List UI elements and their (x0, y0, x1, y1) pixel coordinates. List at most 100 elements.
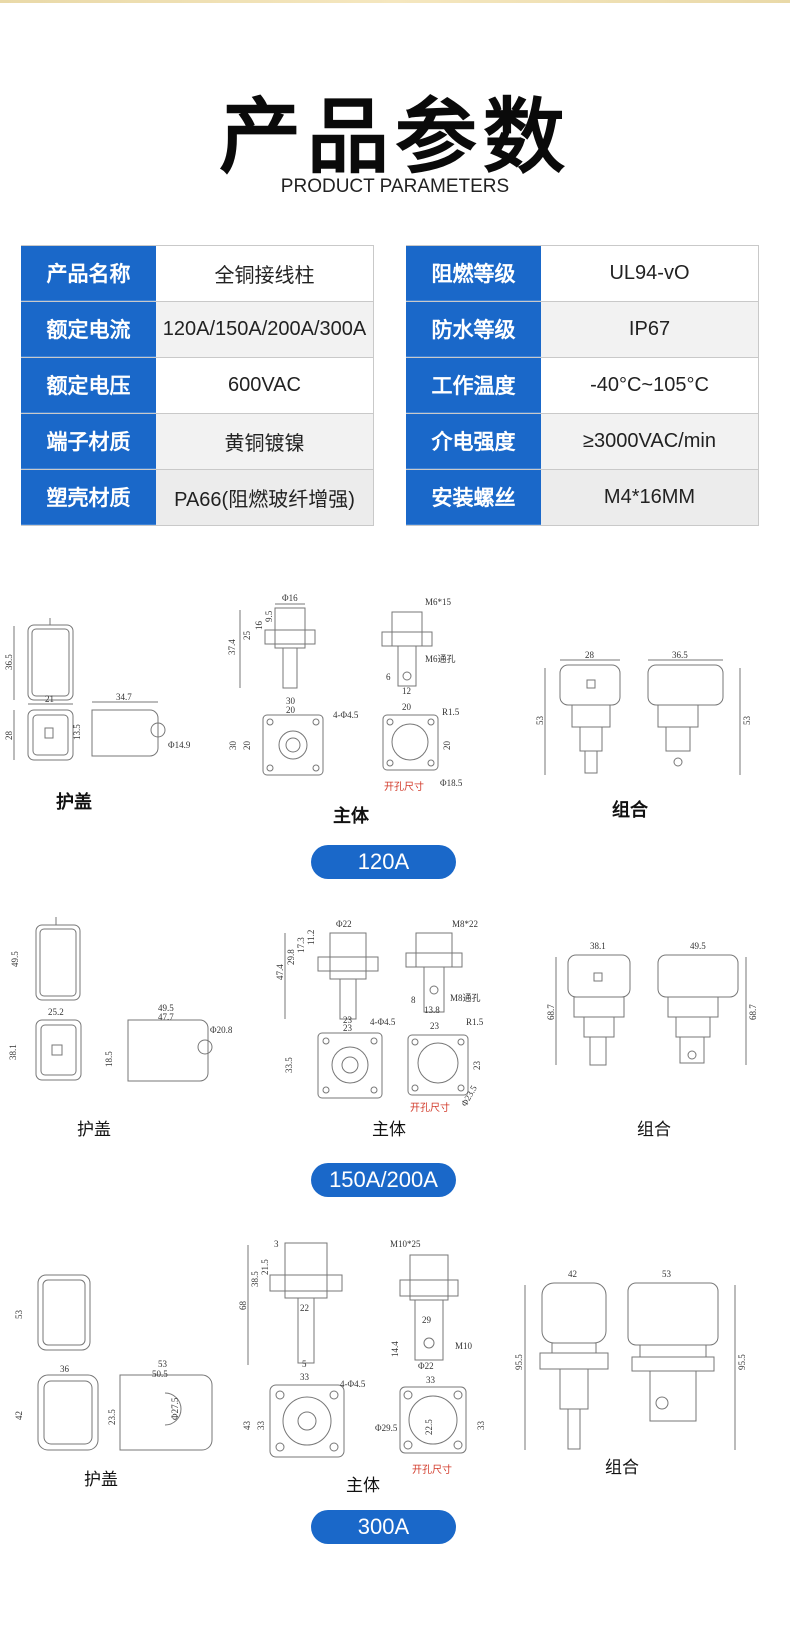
dim-label: 53 (742, 716, 752, 726)
cover-caption: 护盖 (84, 1470, 118, 1490)
spec-value: ≥3000VAC/min (541, 414, 759, 469)
screw-side-drawing: M10*25 M10 29 14.4 Φ22 33 33 Φ29.5 22.5 … (375, 1239, 486, 1476)
dim-label: 12 (402, 686, 411, 696)
dim-label: 23 (343, 1023, 353, 1033)
dim-label: 47.4 (275, 964, 285, 980)
dim-label: 20 (286, 705, 296, 715)
dim-label: 17.3 (296, 937, 306, 953)
spec-value: -40°C~105°C (541, 358, 759, 413)
dim-label: 43 (242, 1421, 252, 1431)
dim-label: 38.5 (250, 1271, 260, 1287)
spec-value: 全铜接线柱 (156, 246, 374, 301)
dim-label: 28 (585, 650, 595, 660)
spec-label: 安装螺丝 (406, 470, 541, 525)
spec-row: 工作温度-40°C~105°C (406, 358, 759, 414)
spec-label: 工作温度 (406, 358, 541, 413)
screw-side-drawing: M6*15 M6通孔 6 12 20 R1.5 20 Φ18.5 开孔尺寸 (381, 597, 463, 793)
dim-label: 53 (535, 716, 545, 726)
drawing-group-300a: 53 36 42 53 50.5 23.5 Φ27.5 68 38.5 21.5… (0, 1225, 790, 1570)
dim-label: 5 (302, 1359, 307, 1369)
dim-label: 49.5 (10, 951, 20, 967)
drawing-300a: 53 36 42 53 50.5 23.5 Φ27.5 68 38.5 21.5… (14, 1239, 747, 1476)
spec-label: 额定电流 (21, 302, 156, 357)
cover-side-drawing: 53 36 42 53 50.5 23.5 Φ27.5 (14, 1274, 213, 1451)
dim-label: 22.5 (424, 1419, 434, 1435)
dim-label: M10*25 (390, 1239, 421, 1249)
page-subtitle: PRODUCT PARAMETERS (280, 176, 510, 197)
body-drawing: 68 38.5 21.5 3 22 5 33 43 33 4-Φ4.5 (238, 1239, 366, 1458)
dim-label: Φ22 (418, 1361, 434, 1371)
drawing-group-150a: 49.5 25.2 38.1 49.5 47.7 18.5 Φ20.8 Φ22 … (0, 905, 790, 1205)
dim-label: 4-Φ4.5 (340, 1379, 366, 1389)
spec-value: UL94-vO (541, 246, 759, 301)
dim-label: 38.1 (8, 1044, 18, 1060)
dim-label: Φ27.5 (170, 1397, 180, 1420)
dim-label: 16 (254, 621, 264, 631)
dim-label: 49.5 (158, 1003, 174, 1013)
dim-label: 29 (422, 1315, 432, 1325)
dim-label: 13.5 (72, 724, 82, 740)
dim-label: 14.4 (390, 1341, 400, 1357)
dim-label: 33 (300, 1372, 310, 1382)
combo-drawing: 38.1 68.7 49.5 68.7 (546, 941, 758, 1066)
spec-label: 阻燃等级 (406, 246, 541, 301)
spec-label: 端子材质 (21, 414, 156, 469)
dim-label: 49.5 (690, 941, 706, 951)
spec-row: 端子材质黄铜镀镍 (21, 414, 374, 470)
drawing-120a: 36.5 21 28 34.7 13.5 Φ14.9 Φ16 37.4 25 1 (4, 593, 752, 793)
drawing-150a: 49.5 25.2 38.1 49.5 47.7 18.5 Φ20.8 Φ22 … (8, 917, 758, 1114)
dim-label: 21.5 (260, 1259, 270, 1275)
cover-side-drawing: 36.5 21 28 34.7 13.5 Φ14.9 (4, 618, 191, 761)
drawing-group-120a: 36.5 21 28 34.7 13.5 Φ14.9 Φ16 37.4 25 1 (0, 590, 790, 890)
spec-label: 额定电压 (21, 358, 156, 413)
current-badge-120a: 120A (311, 845, 456, 879)
dim-label: 36 (60, 1364, 70, 1374)
cover-caption: 护盖 (56, 792, 92, 813)
dim-label: M6通孔 (425, 654, 456, 664)
current-badge-150a: 150A/200A (311, 1163, 456, 1197)
dim-label: 53 (662, 1269, 672, 1279)
dim-label: Φ18.5 (440, 778, 463, 788)
dim-label: 23 (472, 1061, 482, 1071)
dim-label: 18.5 (104, 1051, 114, 1067)
spec-value: 黄铜镀镍 (156, 414, 374, 469)
dim-label: 21 (45, 694, 54, 704)
dim-label: Φ22 (336, 919, 352, 929)
dim-label: 50.5 (152, 1369, 168, 1379)
combo-caption: 组合 (605, 1458, 639, 1478)
dim-label: M10 (455, 1341, 473, 1351)
top-decor-line (0, 0, 790, 3)
body-drawing: Φ22 47.4 29.8 17.3 11.2 23 23 33.5 4-Φ4.… (275, 919, 396, 1099)
dim-label: 29.8 (286, 949, 296, 965)
dim-label: 13.8 (424, 1005, 440, 1015)
dim-label: 25 (242, 631, 252, 641)
dim-label: Φ16 (282, 593, 298, 603)
dim-label: 34.7 (116, 692, 132, 702)
dim-label: 9.5 (264, 610, 274, 622)
dim-label: M8*22 (452, 919, 478, 929)
dim-label: 36.5 (672, 650, 688, 660)
dim-label: 68 (238, 1301, 248, 1311)
dim-label: 36.5 (4, 654, 14, 670)
dim-label: 53 (158, 1359, 168, 1369)
dim-label: 95.5 (514, 1354, 524, 1370)
dim-label: 25.2 (48, 1007, 64, 1017)
dim-label: 30 (286, 696, 296, 706)
spec-value: 120A/150A/200A/300A (156, 302, 374, 357)
dim-label: Φ20.8 (210, 1025, 233, 1035)
dim-label: M6*15 (425, 597, 452, 607)
dim-label: 6 (386, 672, 391, 682)
dim-label: 4-Φ4.5 (370, 1017, 396, 1027)
body-caption: 主体 (372, 1120, 406, 1140)
combo-drawing: 42 95.5 53 95.5 (514, 1269, 747, 1450)
dim-label: 23.5 (107, 1409, 117, 1425)
spec-row: 介电强度≥3000VAC/min (406, 414, 759, 470)
spec-row: 产品名称全铜接线柱 (21, 246, 374, 302)
spec-label: 塑壳材质 (21, 470, 156, 525)
dim-label: 20 (442, 741, 452, 751)
